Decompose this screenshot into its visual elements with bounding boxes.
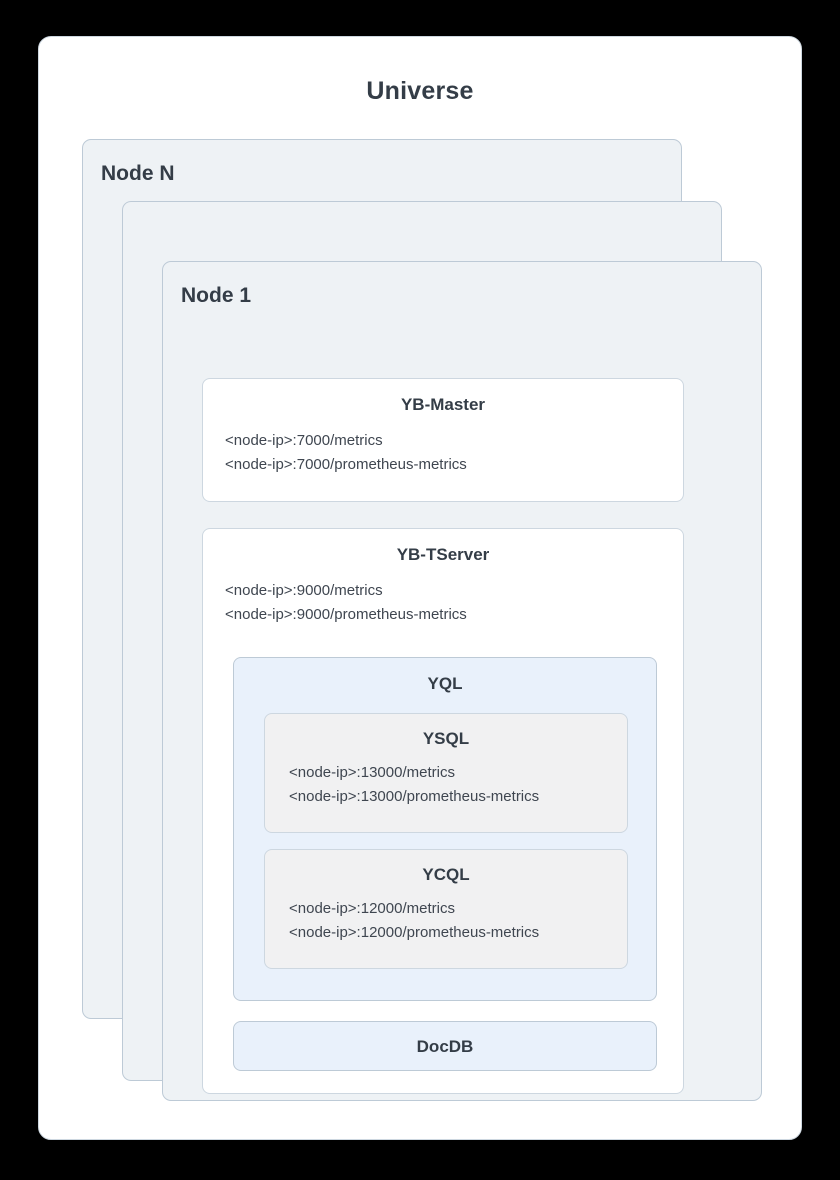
node-box-node-1: Node 1 YB-Master <node-ip>:7000/metrics … <box>162 261 762 1101</box>
yb-tserver-box: YB-TServer <node-ip>:9000/metrics <node-… <box>202 528 684 1094</box>
universe-title: Universe <box>366 77 474 105</box>
yb-master-title: YB-Master <box>400 395 486 414</box>
ysql-box: YSQL <node-ip>:13000/metrics <node-ip>:1… <box>264 713 628 833</box>
ycql-endpoints: <node-ip>:12000/metrics <node-ip>:12000/… <box>289 900 540 942</box>
docdb-box: DocDB <box>233 1021 657 1071</box>
ycql-box: YCQL <node-ip>:12000/metrics <node-ip>:1… <box>264 849 628 969</box>
yb-tserver-endpoints: <node-ip>:9000/metrics <node-ip>:9000/pr… <box>225 582 467 624</box>
node-label-node-1: Node 1 <box>181 284 252 307</box>
ycql-title: YCQL <box>422 865 470 884</box>
yb-master-box: YB-Master <node-ip>:7000/metrics <node-i… <box>202 378 684 502</box>
yb-tserver-title: YB-TServer <box>396 545 490 564</box>
yql-title: YQL <box>427 674 463 693</box>
ysql-title: YSQL <box>422 729 470 748</box>
docdb-title: DocDB <box>416 1037 474 1056</box>
yb-master-endpoints: <node-ip>:7000/metrics <node-ip>:7000/pr… <box>225 432 467 474</box>
yql-box: YQL YSQL <node-ip>:13000/metrics <node-i… <box>233 657 657 1001</box>
ysql-endpoints: <node-ip>:13000/metrics <node-ip>:13000/… <box>289 764 540 806</box>
node-label-node-n: Node N <box>101 162 175 185</box>
universe-card: Universe Node N ... Node 1 YB-Master <no… <box>38 36 802 1140</box>
